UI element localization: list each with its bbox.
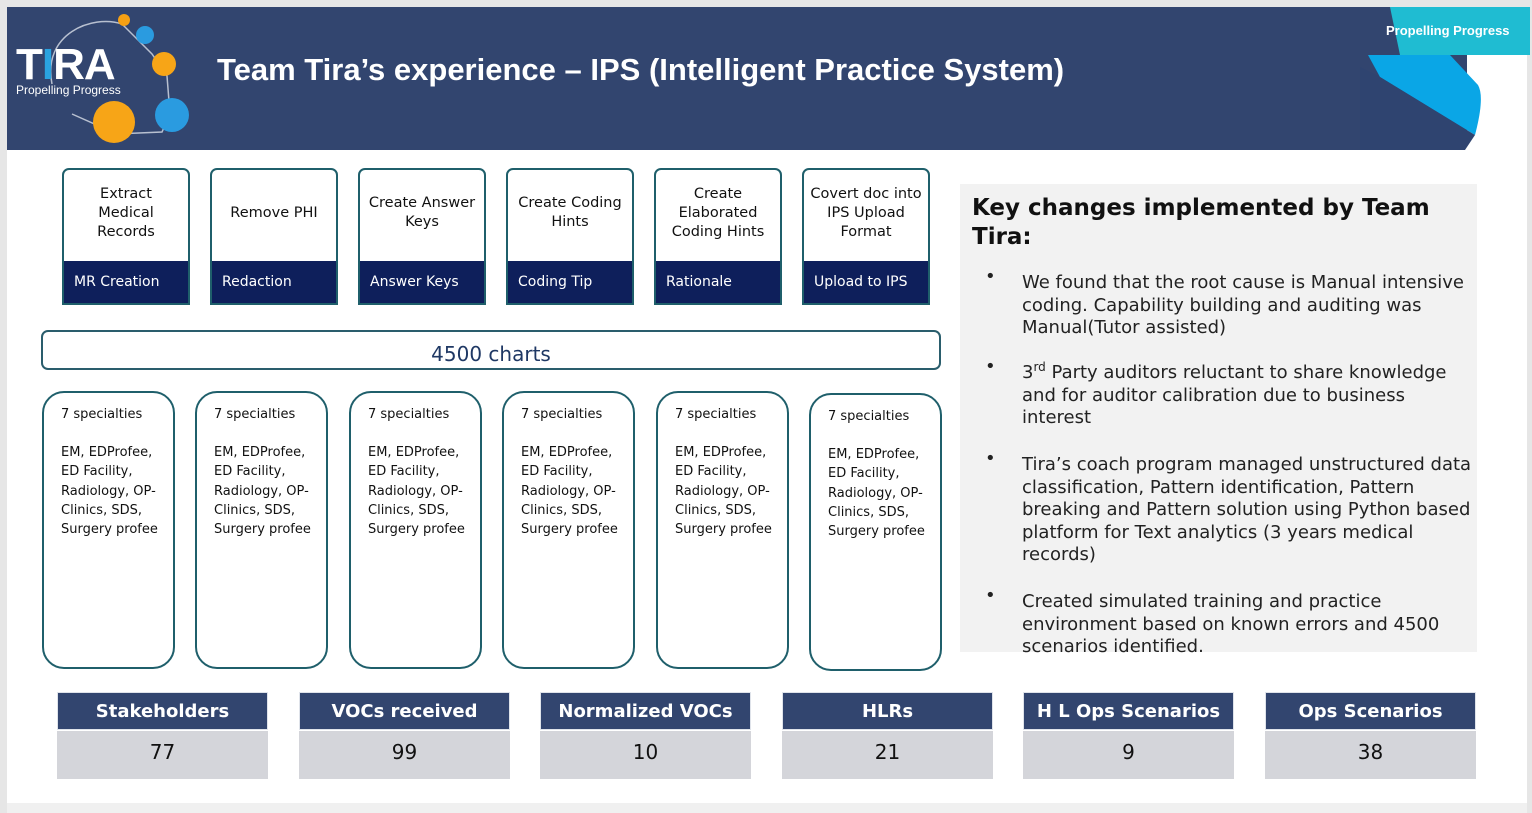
step-output: Redaction [212, 261, 336, 303]
bullet-text: 3rd Party auditors reluctant to share kn… [1022, 360, 1447, 428]
logo-tagline: Propelling Progress [16, 83, 121, 97]
specialty-line: Surgery profee [368, 522, 465, 538]
stat-value: 99 [299, 731, 510, 779]
header-banner [7, 7, 1467, 150]
specialty-line: Surgery profee [61, 522, 158, 538]
step-description: Create Coding Hints [518, 195, 622, 230]
ribbon-decoration-icon [1360, 7, 1530, 150]
specialty-line: ED Facility, [828, 466, 900, 482]
specialty-line: EM, EDProfee, [61, 445, 153, 461]
step-output: Rationale [656, 261, 780, 303]
specialty-line: ED Facility, [214, 464, 286, 480]
bullet-icon: • [985, 356, 996, 377]
footer-strip [7, 803, 1527, 813]
bullet-icon: • [985, 585, 996, 606]
stat-label: H L Ops Scenarios [1023, 692, 1234, 730]
specialty-line: EM, EDProfee, [828, 447, 920, 463]
step-output: Answer Keys [360, 261, 484, 303]
page-title: Team Tira’s experience – IPS (Intelligen… [217, 52, 1065, 87]
specialty-line: Surgery profee [675, 522, 772, 538]
specialty-line: EM, EDProfee, [675, 445, 767, 461]
step-description: Remove PHI [230, 204, 318, 221]
bullet-text: Created simulated training and practice … [1022, 591, 1440, 657]
specialty-line: Surgery profee [521, 522, 618, 538]
molecule-icon [49, 14, 189, 143]
specialty-line: Clinics, SDS, [521, 502, 602, 518]
logo-wordmark: TIRA [16, 40, 116, 89]
specialty-line: Clinics, SDS, [368, 502, 449, 518]
step-description: Create Answer Keys [368, 195, 476, 230]
specialty-line: ED Facility, [368, 464, 440, 480]
specialty-line: Clinics, SDS, [675, 502, 756, 518]
specialty-line: ED Facility, [521, 464, 593, 480]
step-description: Create Elaborated Coding Hints [671, 185, 765, 240]
step-description: Covert doc into IPS Upload Format [810, 185, 922, 240]
specialty-line: EM, EDProfee, [521, 445, 613, 461]
specialty-line: ED Facility, [675, 464, 747, 480]
specialty-heading: 7 specialties [214, 407, 296, 422]
specialty-line: Surgery profee [828, 524, 925, 540]
specialty-heading: 7 specialties [61, 407, 143, 422]
stat-label: Stakeholders [57, 692, 268, 730]
specialty-line: Surgery profee [214, 522, 311, 538]
specialty-line: Radiology, OP- [368, 483, 463, 499]
stat-value: 10 [540, 731, 751, 779]
process-step: Remove PHI Redaction [210, 168, 338, 305]
specialty-line: Clinics, SDS, [214, 502, 295, 518]
bullet-text: Tira’s coach program managed unstructure… [1022, 454, 1472, 565]
bullet-text: We found that the root cause is Manual i… [1022, 272, 1464, 338]
specialty-line: Radiology, OP- [61, 483, 156, 499]
specialty-heading: 7 specialties [828, 409, 910, 424]
specialty-heading: 7 specialties [521, 407, 603, 422]
specialty-line: ED Facility, [61, 464, 133, 480]
specialty-line: Radiology, OP- [521, 483, 616, 499]
stat-value: 21 [782, 731, 993, 779]
ribbon-label: Propelling Progress [1386, 23, 1510, 38]
bullet-icon: • [985, 266, 996, 287]
stat-value: 77 [57, 731, 268, 779]
specialty-line: EM, EDProfee, [368, 445, 460, 461]
key-changes-panel: Key changes implemented by Team Tira: • W… [960, 184, 1477, 657]
specialty-line: Radiology, OP- [675, 483, 770, 499]
process-step: Extract Medical Records MR Creation [62, 168, 190, 305]
step-output: MR Creation [64, 261, 188, 303]
step-output: Coding Tip [508, 261, 632, 303]
specialty-line: Radiology, OP- [214, 483, 309, 499]
stat-label: HLRs [782, 692, 993, 730]
step-output: Upload to IPS [804, 261, 928, 303]
stat-value: 9 [1023, 731, 1234, 779]
specialty-line: Clinics, SDS, [828, 504, 909, 520]
specialty-heading: 7 specialties [368, 407, 450, 422]
specialty-heading: 7 specialties [675, 407, 757, 422]
stat-label: Ops Scenarios [1265, 692, 1476, 730]
step-description: Extract Medical Records [97, 185, 155, 240]
charts-count-bar: 4500 charts [41, 330, 941, 370]
specialty-line: Radiology, OP- [828, 485, 923, 501]
tira-logo [12, 14, 197, 144]
stat-label: Normalized VOCs [540, 692, 751, 730]
specialty-line: Clinics, SDS, [61, 502, 142, 518]
bullet-icon: • [985, 448, 996, 469]
panel-title: Key changes implemented by Team Tira: [972, 195, 1430, 250]
stat-value: 38 [1265, 731, 1476, 779]
stat-label: VOCs received [299, 692, 510, 730]
specialty-line: EM, EDProfee, [214, 445, 306, 461]
